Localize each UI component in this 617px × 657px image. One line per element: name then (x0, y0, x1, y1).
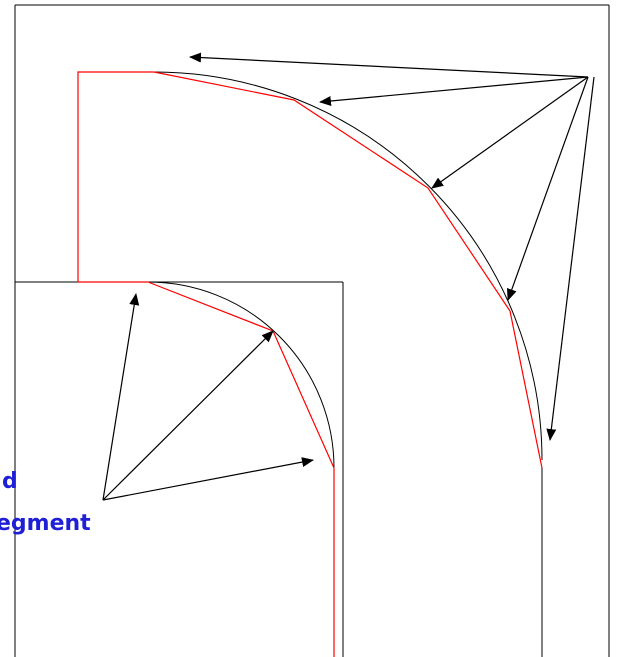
upper-arrow-2 (319, 76, 589, 106)
large-frame (14, 4, 610, 657)
upper-arrow-group (189, 52, 595, 441)
large-segment-approximation (153, 71, 543, 469)
label-line-1: d (2, 469, 18, 494)
large-corner-outline (77, 71, 154, 283)
lower-arrow-2 (102, 330, 274, 501)
lower-arrow-1 (102, 293, 140, 501)
small-segment-approximation (147, 281, 335, 657)
lower-arrow-3 (102, 457, 314, 501)
upper-arrow-4 (507, 76, 589, 301)
lower-arrow-group (102, 293, 314, 501)
large-true-arc (153, 71, 543, 461)
upper-arrow-1 (189, 52, 589, 78)
label-line-2: egment (0, 511, 91, 536)
small-frame (14, 281, 344, 657)
upper-arrow-3 (431, 76, 589, 189)
upper-arrow-5 (546, 76, 595, 441)
small-true-arc (147, 281, 335, 469)
